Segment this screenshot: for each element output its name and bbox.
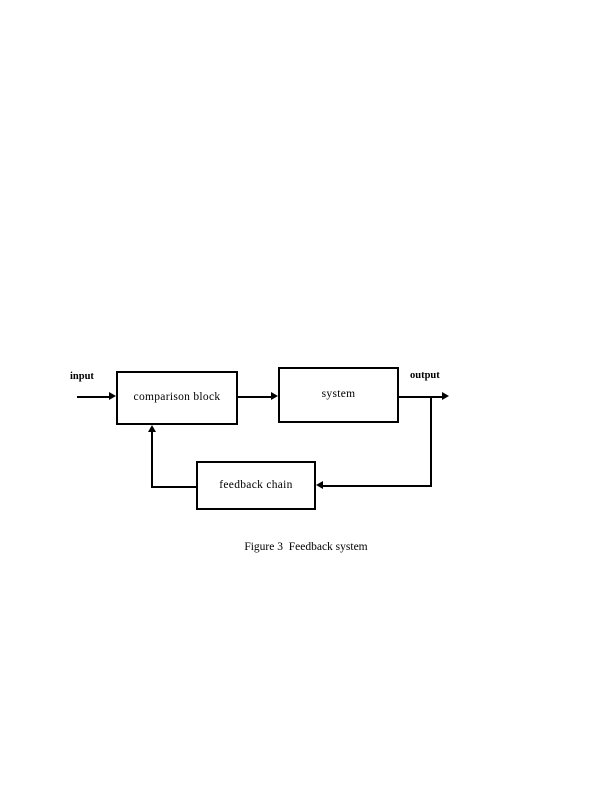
input-arrowhead-icon xyxy=(109,392,116,400)
block-system-label: system xyxy=(321,388,356,401)
output-tap-vertical-line xyxy=(430,396,432,487)
feedback-to-comparison-vertical-line xyxy=(151,432,153,488)
figure-caption: Figure 3 Feedback system xyxy=(244,541,368,553)
comparison-to-system-arrowhead-icon xyxy=(271,392,278,400)
block-feedback-chain-label: feedback chain xyxy=(219,478,293,491)
block-comparison-block-label: comparison block xyxy=(133,391,221,404)
output-arrowhead-icon xyxy=(442,392,449,400)
input-label: input xyxy=(70,371,94,382)
block-system: system xyxy=(278,367,399,423)
output-label: output xyxy=(410,370,440,381)
system-to-output-line xyxy=(399,396,442,398)
block-feedback-chain: feedback chain xyxy=(196,461,316,510)
feedback-to-comparison-horizontal-line xyxy=(151,486,196,488)
comparison-to-system-line xyxy=(238,396,271,398)
input-arrow-line xyxy=(77,396,109,398)
output-tap-to-feedback-line xyxy=(323,485,432,487)
feedback-input-arrowhead-icon xyxy=(316,481,323,489)
comparison-feedback-arrowhead-icon xyxy=(148,425,156,432)
block-comparison-block: comparison block xyxy=(116,371,238,425)
